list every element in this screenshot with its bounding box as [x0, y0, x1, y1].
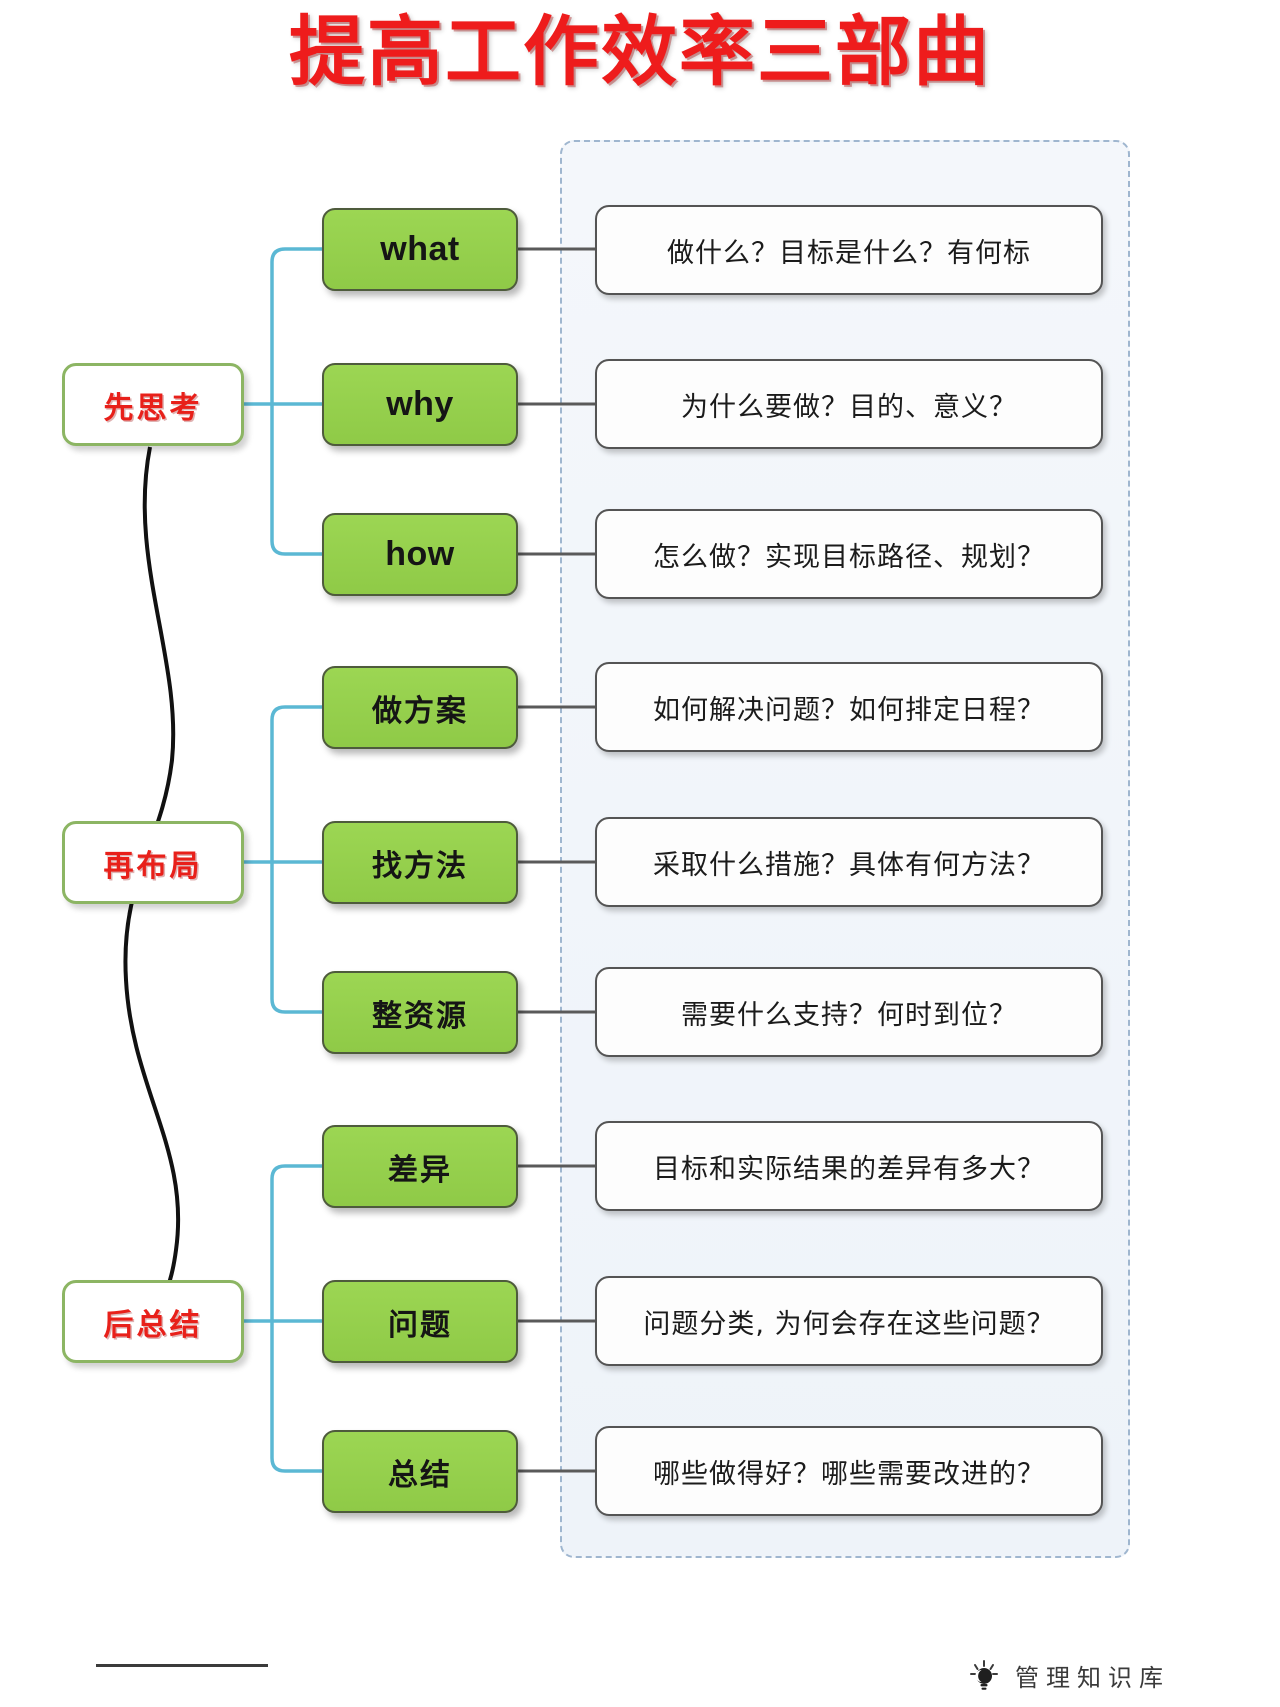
green-node-label-plan: 做方案	[372, 693, 468, 729]
detail-text-plan: 如何解决问题？如何排定日程？	[653, 694, 1045, 726]
watermark: 管理知识库	[967, 1658, 1170, 1693]
detail-text-method: 采取什么措施？具体有何方法？	[653, 849, 1045, 881]
detail-text-what: 做什么？目标是什么？有何标	[667, 237, 1031, 269]
green-node-label-what: what	[380, 230, 460, 268]
stage-node-summary[interactable]: 后总结	[62, 1280, 244, 1363]
detail-node-method[interactable]: 采取什么措施？具体有何方法？	[595, 817, 1103, 907]
green-node-resource[interactable]: 整资源	[322, 971, 518, 1054]
green-node-how[interactable]: how	[322, 513, 518, 596]
detail-text-gap: 目标和实际结果的差异有多大？	[653, 1153, 1045, 1185]
detail-node-issue[interactable]: 问题分类, 为何会存在这些问题？	[595, 1276, 1103, 1366]
detail-text-why: 为什么要做？目的、意义？	[681, 391, 1017, 423]
footer-divider	[96, 1664, 268, 1667]
detail-node-why[interactable]: 为什么要做？目的、意义？	[595, 359, 1103, 449]
green-node-label-summary: 总结	[388, 1457, 452, 1493]
detail-node-how[interactable]: 怎么做？实现目标路径、规划？	[595, 509, 1103, 599]
branch-2-plan	[270, 705, 322, 862]
green-node-label-resource: 整资源	[372, 998, 468, 1034]
branch-2-resource	[270, 862, 322, 1014]
detail-node-resource[interactable]: 需要什么支持？何时到位？	[595, 967, 1103, 1057]
detail-node-what[interactable]: 做什么？目标是什么？有何标	[595, 205, 1103, 295]
detail-text-how: 怎么做？实现目标路径、规划？	[653, 541, 1045, 573]
lightbulb-icon	[970, 1659, 998, 1690]
green-node-issue[interactable]: 问题	[322, 1280, 518, 1363]
stage-label-think: 先思考	[103, 390, 203, 426]
stage-label-layout: 再布局	[103, 848, 203, 884]
green-node-label-gap: 差异	[388, 1152, 452, 1188]
green-node-what[interactable]: what	[322, 208, 518, 291]
green-node-label-issue: 问题	[388, 1307, 452, 1343]
detail-node-gap[interactable]: 目标和实际结果的差异有多大？	[595, 1121, 1103, 1211]
branch-3-gap	[270, 1164, 322, 1321]
branch-1-what	[270, 247, 322, 404]
branch-1-how	[270, 404, 322, 556]
green-node-why[interactable]: why	[322, 363, 518, 446]
watermark-text: 管理知识库	[1015, 1664, 1170, 1692]
detail-text-resource: 需要什么支持？何时到位？	[681, 999, 1017, 1031]
detail-node-plan[interactable]: 如何解决问题？如何排定日程？	[595, 662, 1103, 752]
green-node-label-how: how	[385, 535, 455, 573]
page-title: 提高工作效率三部曲	[289, 7, 991, 96]
stage-node-think[interactable]: 先思考	[62, 363, 244, 446]
green-node-method[interactable]: 找方法	[322, 821, 518, 904]
stage-label-summary: 后总结	[103, 1307, 203, 1343]
green-node-plan[interactable]: 做方案	[322, 666, 518, 749]
detail-node-summary[interactable]: 哪些做得好？哪些需要改进的？	[595, 1426, 1103, 1516]
green-node-gap[interactable]: 差异	[322, 1125, 518, 1208]
stage-node-layout[interactable]: 再布局	[62, 821, 244, 904]
detail-text-issue: 问题分类, 为何会存在这些问题？	[643, 1308, 1055, 1340]
branch-3-summary	[270, 1321, 322, 1473]
detail-text-summary: 哪些做得好？哪些需要改进的？	[653, 1458, 1045, 1490]
green-node-label-why: why	[386, 385, 454, 423]
green-node-label-method: 找方法	[372, 848, 468, 884]
title-bar: 提高工作效率三部曲	[0, 7, 1280, 96]
green-node-summary[interactable]: 总结	[322, 1430, 518, 1513]
